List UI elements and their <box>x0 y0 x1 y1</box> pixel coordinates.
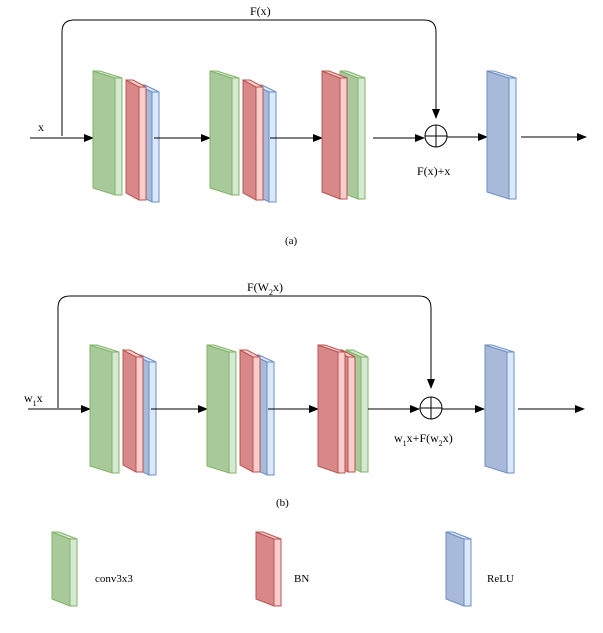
bn-side-face <box>252 356 261 473</box>
legend-bn-label: BN <box>294 573 309 585</box>
conv-top-face <box>209 70 240 79</box>
relu-front-face <box>445 531 465 607</box>
legend-conv: conv3x3 <box>51 531 133 607</box>
block-group-b-1 <box>89 344 157 476</box>
conv-layer <box>89 344 120 474</box>
bn-front-face <box>239 349 254 473</box>
bn-front-face <box>122 349 137 473</box>
conv-top-face <box>51 531 78 540</box>
bn-side-face <box>273 538 282 607</box>
conv-front-face <box>209 70 233 196</box>
bn-top-face <box>321 70 348 79</box>
conv-side-face <box>228 351 237 474</box>
circle-plus-icon <box>419 396 443 420</box>
skip-connection-b <box>57 295 435 408</box>
sum-label-b: w1x+F(w2x) <box>394 431 453 448</box>
input-label-a: x <box>38 120 44 134</box>
bn-layer <box>125 79 147 201</box>
conv-layer <box>209 70 240 196</box>
legend: conv3x3 BN ReLU <box>51 531 514 607</box>
relu-top-face <box>486 70 517 79</box>
legend-conv-label: conv3x3 <box>95 573 133 585</box>
conv-front-face <box>89 344 113 474</box>
block-group-a-4 <box>486 70 517 200</box>
bn-front-face <box>242 79 257 201</box>
bn-top-face <box>239 349 261 358</box>
bn-side-face <box>339 77 348 200</box>
conv-side-face <box>111 351 120 474</box>
conv-layer <box>206 344 237 474</box>
skip-label-a: F(x) <box>250 4 271 18</box>
bn-front-face <box>321 70 341 200</box>
bn-top-face <box>317 344 346 353</box>
bn-side-face <box>347 356 356 473</box>
relu-side-face <box>506 351 515 474</box>
conv-side-face <box>357 77 366 200</box>
legend-relu: ReLU <box>445 531 514 607</box>
caption-a: (a) <box>285 235 298 247</box>
conv-side-face <box>231 77 240 196</box>
skip-label-b: F(W2x) <box>247 280 283 297</box>
bn-layer <box>321 70 348 200</box>
relu-layer <box>486 70 517 200</box>
bn-top-face <box>125 79 147 88</box>
relu-side-face <box>508 77 517 200</box>
bn-layer-large <box>317 344 346 474</box>
bn-top-face <box>242 79 264 88</box>
diagram-b: F(W2x) w1x w1x+F(w2 <box>24 280 585 509</box>
conv-top-face <box>345 349 369 358</box>
bn-side-face <box>138 86 147 201</box>
skip-connection-a <box>61 19 440 136</box>
bn-side-face <box>255 86 264 201</box>
block-group-b-4 <box>484 344 515 474</box>
bn-layer <box>242 79 264 201</box>
legend-bn: BN <box>255 531 309 607</box>
conv-front-face <box>206 344 230 474</box>
bn-top-face <box>122 349 144 358</box>
block-group-a-3 <box>321 70 366 200</box>
bn-front-face <box>255 531 275 607</box>
conv-side-face <box>360 356 369 473</box>
relu-front-face <box>484 344 508 474</box>
relu-side-face <box>151 91 160 203</box>
conv-layer <box>92 70 123 196</box>
bn-side-face <box>135 356 144 473</box>
relu-top-face <box>484 344 515 353</box>
conv-swatch <box>51 531 78 607</box>
relu-side-face <box>268 91 277 203</box>
conv-side-face <box>114 77 123 196</box>
conv-side-face <box>69 538 78 607</box>
bn-swatch <box>255 531 282 607</box>
conv-top-face <box>339 70 366 79</box>
input-label-b: w1x <box>24 391 43 408</box>
bn-top-face <box>255 531 282 540</box>
circle-plus-icon <box>424 124 448 148</box>
conv-top-face <box>92 70 123 79</box>
relu-layer <box>484 344 515 474</box>
caption-b: (b) <box>276 497 289 509</box>
relu-swatch <box>445 531 472 607</box>
relu-top-face <box>445 531 472 540</box>
bn-side-face <box>337 351 346 474</box>
conv-top-face <box>206 344 237 353</box>
block-group-b-2 <box>206 344 275 476</box>
relu-front-face <box>486 70 510 200</box>
bn-front-face <box>125 79 140 201</box>
conv-front-face <box>92 70 116 196</box>
sum-label-a: F(x)+x <box>417 164 450 178</box>
bn-layer <box>239 349 261 473</box>
block-group-b-3 <box>317 344 369 474</box>
legend-relu-label: ReLU <box>487 573 514 585</box>
bn-front-face <box>317 344 339 474</box>
relu-side-face <box>463 538 472 607</box>
conv-front-face <box>51 531 71 607</box>
conv-top-face <box>89 344 120 353</box>
relu-side-face <box>148 361 157 476</box>
diagram-a: F(x) x F(x)+x <box>30 4 587 247</box>
block-group-a-2 <box>209 70 277 203</box>
bn-layer <box>122 349 144 473</box>
block-group-a-1 <box>92 70 160 203</box>
relu-side-face <box>266 361 275 476</box>
